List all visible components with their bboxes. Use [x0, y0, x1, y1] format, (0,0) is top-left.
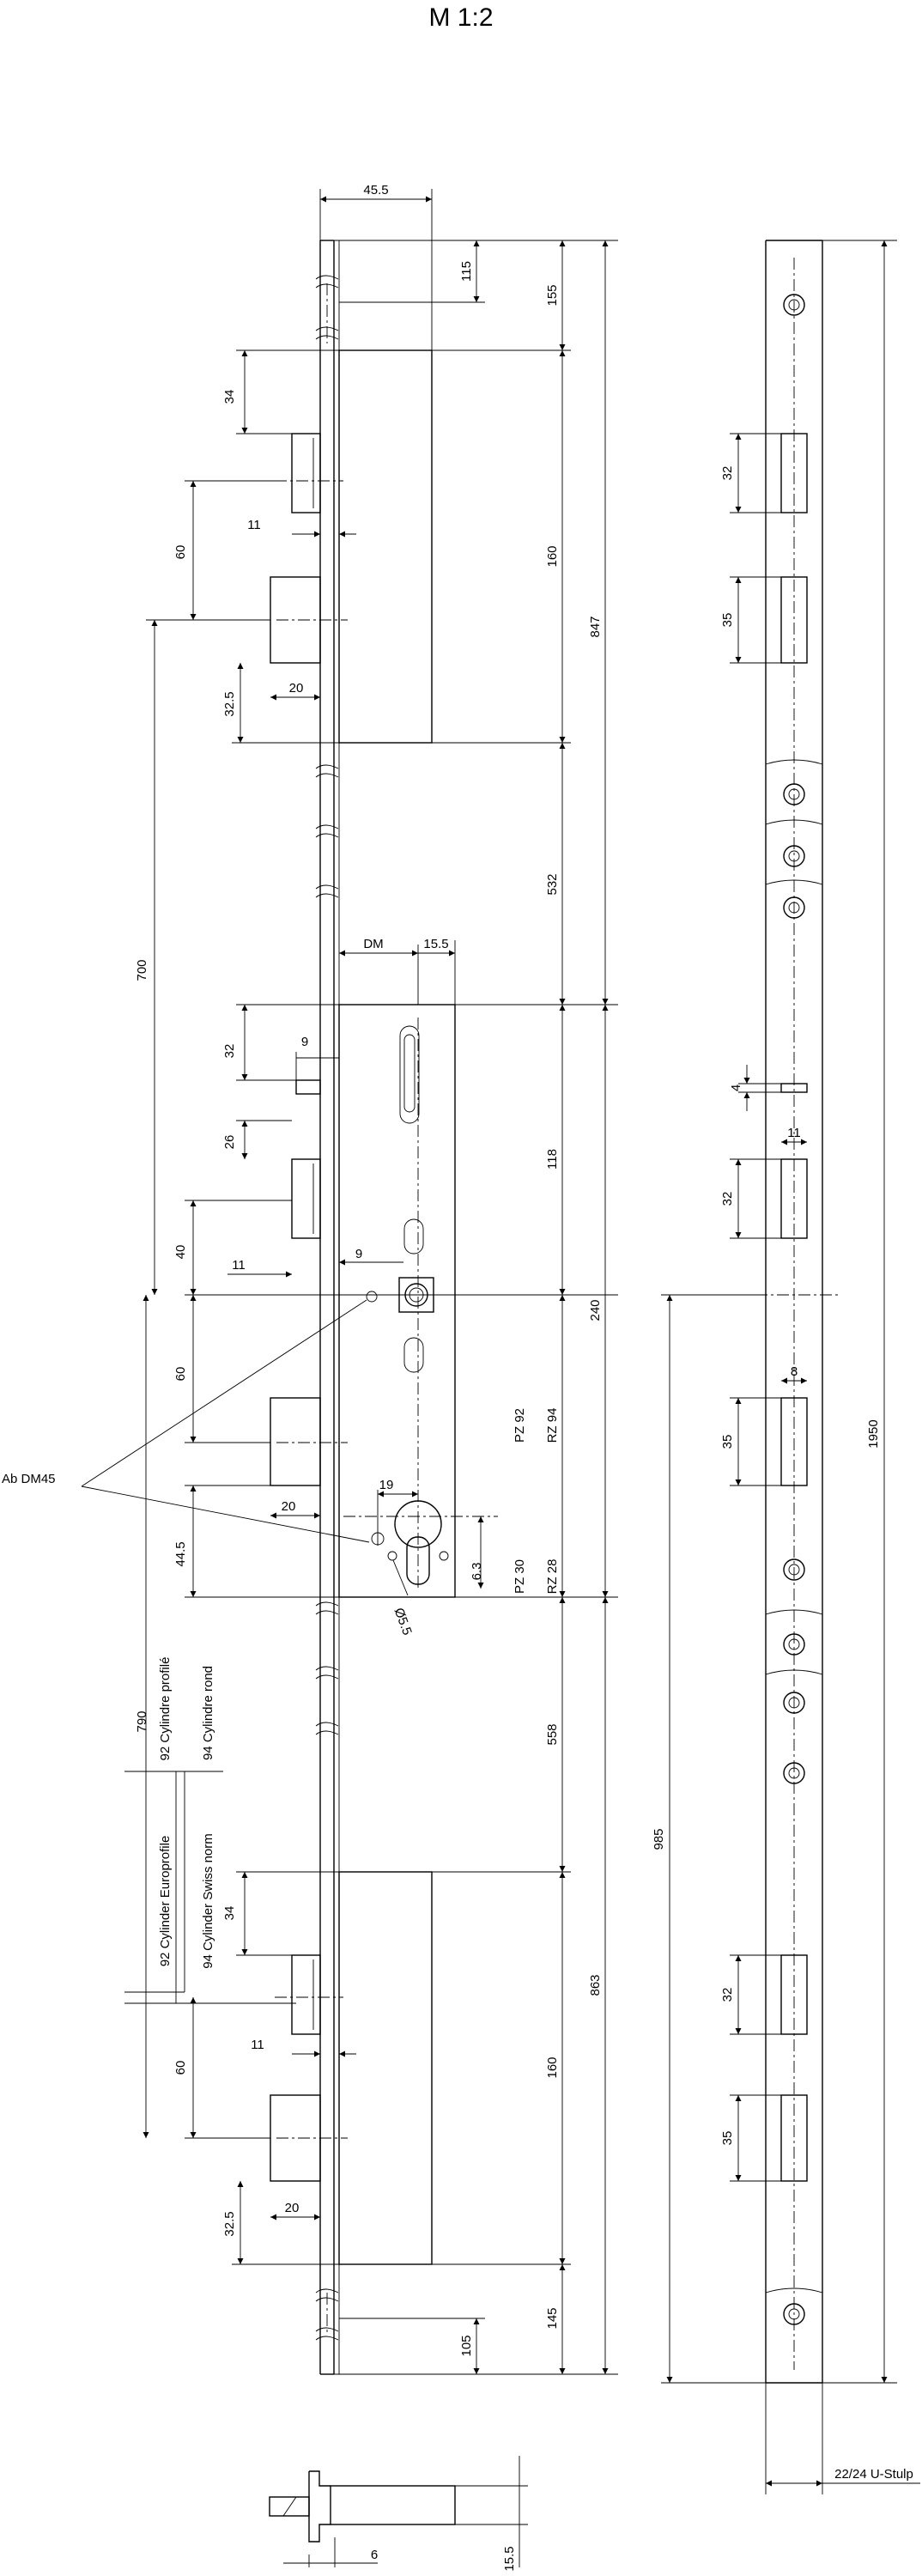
dim-pz-30: PZ 30: [513, 1559, 527, 1594]
dim-145: 145: [545, 2307, 560, 2329]
dim-160-b: 160: [545, 2057, 560, 2078]
dim-11-b: 11: [232, 1258, 246, 1273]
dim-700: 700: [135, 959, 149, 981]
dim-6-3: 6.3: [470, 1563, 484, 1581]
dim-240: 240: [588, 1299, 603, 1321]
dim-right-32-a: 32: [720, 466, 735, 481]
dim-26: 26: [222, 1135, 237, 1150]
dim-right-35-b: 35: [720, 1435, 735, 1449]
dim-15-5: 15.5: [423, 937, 448, 951]
dim-ab-dm45: Ab DM45: [2, 1472, 56, 1486]
dim-right-1950: 1950: [866, 1419, 881, 1448]
dim-863: 863: [588, 1974, 603, 1996]
dim-44-5: 44.5: [173, 1541, 188, 1566]
main-lock: [270, 1004, 498, 1598]
dim-9-a: 9: [301, 1035, 308, 1049]
bottom-section-view: [269, 2470, 456, 2543]
dim-right-32-c: 32: [720, 1988, 735, 2002]
dim-34-b: 34: [222, 1906, 237, 1921]
dim-94-cylindre-rond: 94 Cylindre rond: [201, 1666, 215, 1760]
dim-20-c: 20: [285, 2201, 300, 2215]
dim-rz-28: RZ 28: [545, 1559, 560, 1595]
dim-right-8: 8: [791, 1364, 798, 1379]
dim-105: 105: [459, 2335, 474, 2356]
dim-32-a: 32: [222, 1044, 237, 1059]
dim-94-cylinder-swiss-norm: 94 Cylinder Swiss norm: [201, 1833, 215, 1969]
left-dimensions: [81, 189, 618, 2567]
dim-19: 19: [379, 1478, 394, 1492]
dim-11-a: 11: [247, 518, 261, 532]
dim-160-a: 160: [545, 545, 560, 567]
dim-60-c: 60: [173, 2061, 188, 2075]
dim-32-5-b: 32.5: [222, 2211, 237, 2236]
dim-11-c: 11: [251, 2038, 264, 2052]
right-faceplate: [755, 240, 841, 2384]
dim-15-5-b: 15.5: [502, 2546, 517, 2571]
dim-phi-5-5: Ø5.5: [391, 1606, 415, 1637]
dim-847: 847: [588, 616, 603, 637]
right-dimensions: [661, 240, 920, 2494]
dimension-labels: 45.5 115 155 34 160 847 60 11 32.5 20 70…: [2, 183, 913, 2572]
dim-790: 790: [135, 1710, 149, 1732]
dim-right-35-a: 35: [720, 613, 735, 628]
dim-right-4: 4: [729, 1084, 743, 1091]
dim-32-5-a: 32.5: [222, 691, 237, 716]
dim-92-cylindre-profile: 92 Cylindre profilé: [158, 1657, 173, 1761]
dim-u-stulp: 22/24 U-Stulp: [834, 2467, 913, 2482]
dim-60-b: 60: [173, 1367, 188, 1382]
dim-115: 115: [459, 261, 474, 282]
dim-92-cylinder-europrofile: 92 Cylinder Europrofile: [158, 1836, 173, 1967]
dim-985: 985: [652, 1828, 666, 1850]
dim-pz-92: PZ 92: [513, 1408, 527, 1443]
dim-right-35-c: 35: [720, 2131, 735, 2146]
dim-20-a: 20: [289, 681, 304, 696]
dim-rz-94: RZ 94: [545, 1408, 560, 1443]
dim-532: 532: [545, 873, 560, 895]
dim-155: 155: [545, 284, 560, 306]
scale-title: M 1:2: [428, 3, 493, 32]
dim-6: 6: [371, 2548, 378, 2562]
dim-60-a: 60: [173, 545, 188, 560]
dim-118: 118: [545, 1149, 560, 1170]
dim-40: 40: [173, 1245, 188, 1260]
dim-558: 558: [545, 1723, 560, 1745]
dim-dm: DM: [363, 937, 383, 951]
dim-34-a: 34: [222, 390, 237, 404]
dim-20-b: 20: [282, 1499, 296, 1514]
dim-45-5: 45.5: [363, 183, 388, 197]
dim-9-b: 9: [355, 1247, 362, 1261]
dim-right-32-b: 32: [720, 1192, 735, 1206]
dim-right-11: 11: [787, 1126, 801, 1140]
